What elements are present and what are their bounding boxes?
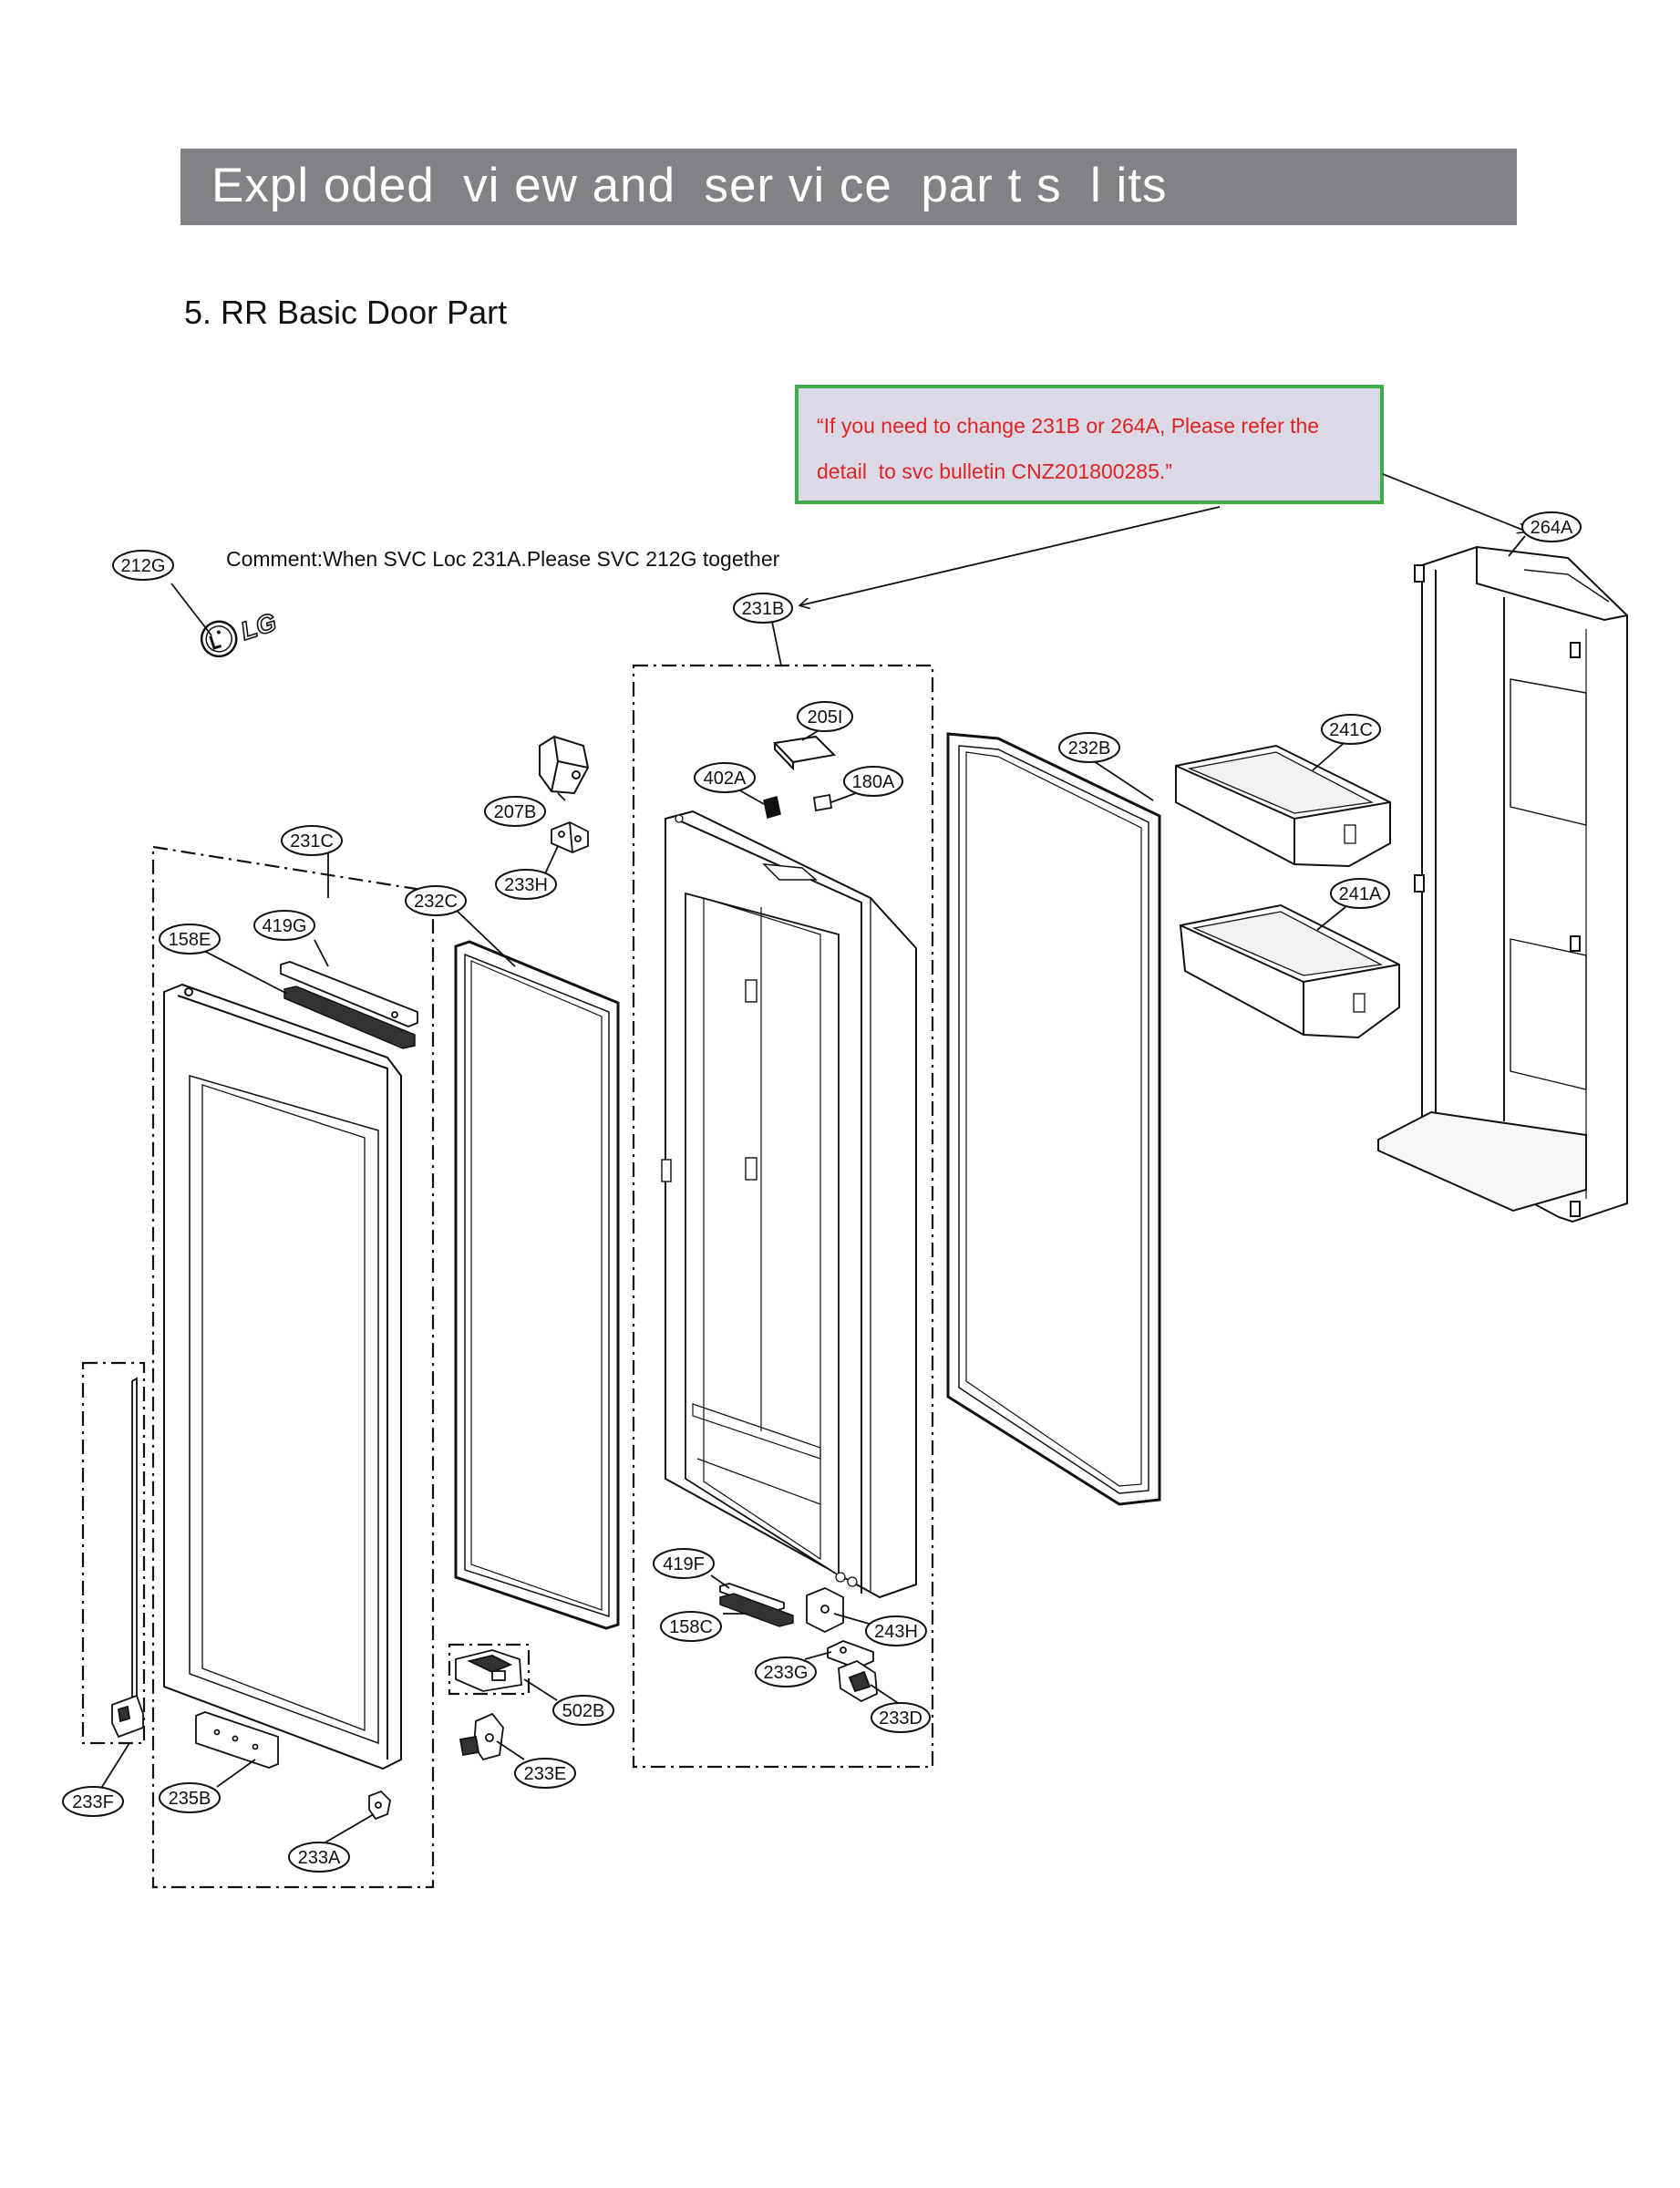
callout-233H [495, 869, 557, 900]
callout-241C [1321, 714, 1381, 745]
callout-231C [281, 825, 343, 856]
callout-207B [484, 796, 546, 827]
part-402A [763, 796, 781, 819]
label-232B: 232B [1068, 738, 1111, 759]
callout-241A [1330, 878, 1390, 909]
door-bin-241C [1175, 744, 1391, 868]
label-419G: 419G [263, 916, 307, 936]
callout-235B [159, 1782, 221, 1813]
label-233E: 233E [524, 1764, 567, 1784]
section-title: 5. RR Basic Door Part [184, 294, 508, 331]
hinge-233G [827, 1640, 874, 1669]
label-232C: 232C [414, 892, 458, 912]
hinge-233E [459, 1712, 504, 1761]
hinge-243H [806, 1587, 844, 1634]
label-180A: 180A [852, 772, 895, 792]
label-158C: 158C [669, 1617, 713, 1637]
bracket-502B [455, 1649, 522, 1692]
clip-233A [368, 1790, 391, 1821]
label-212G: 212G [121, 556, 166, 576]
label-231C: 231C [290, 831, 334, 851]
callout-264A [1521, 511, 1582, 542]
label-402A: 402A [704, 769, 747, 789]
callout-233G [755, 1656, 817, 1687]
strip-419G [280, 961, 418, 1027]
label-233A: 233A [298, 1848, 341, 1868]
lg-logo-text: LG [237, 608, 280, 646]
callout-180A [843, 766, 903, 797]
callout-158C [660, 1611, 722, 1642]
gasket-232C [454, 940, 620, 1630]
label-233D: 233D [879, 1708, 922, 1729]
header-bar: Expl oded vi ew and ser vi ce par t s l … [180, 149, 1517, 225]
callout-158E [159, 924, 221, 955]
callout-232C [405, 885, 467, 916]
group-box-233F [81, 1361, 146, 1745]
gasket-232B [946, 732, 1161, 1506]
label-419F: 419F [663, 1554, 705, 1574]
group-box-231C [151, 845, 435, 1889]
label-158E: 158E [169, 930, 211, 950]
door-bin-241A [1179, 903, 1400, 1039]
label-235B: 235B [169, 1789, 211, 1809]
strip-158C [719, 1593, 794, 1627]
page-title: Expl oded vi ew and ser vi ce par t s l … [211, 159, 1168, 212]
label-231B: 231B [742, 599, 785, 619]
comment-text: Comment:When SVC Loc 231A.Please SVC 212… [226, 547, 780, 571]
label-233F: 233F [72, 1792, 114, 1812]
label-241A: 241A [1339, 884, 1382, 904]
label-207B: 207B [494, 802, 537, 822]
callout-232B [1058, 732, 1120, 763]
rod-233F [111, 1377, 144, 1739]
callout-231B [733, 593, 793, 624]
label-502B: 502B [562, 1701, 605, 1721]
callout-402A [694, 762, 756, 793]
label-264A: 264A [1531, 518, 1573, 538]
notice-line-2: detail to svc bulletin CNZ201800285.” [817, 459, 1172, 483]
door-liner-264A [1377, 545, 1628, 1223]
callout-205I [797, 701, 853, 732]
door-frame-231B [661, 810, 917, 1599]
callout-233A [288, 1842, 350, 1873]
label-205I: 205I [808, 707, 843, 728]
callout-233F [62, 1786, 124, 1817]
strip-158E [283, 986, 416, 1049]
hinge-cover-207B [539, 735, 590, 795]
plate-235B [195, 1711, 279, 1769]
cover-205I [772, 735, 837, 771]
callout-233D [871, 1702, 931, 1733]
part-180A [812, 793, 833, 812]
callout-419G [253, 910, 315, 941]
strip-419F [719, 1583, 785, 1612]
group-box-231B [632, 664, 934, 1769]
callout-212G [112, 550, 174, 581]
label-233G: 233G [764, 1663, 809, 1683]
callout-243H [865, 1615, 927, 1646]
label-241C: 241C [1329, 720, 1373, 740]
hinge-233H [551, 821, 589, 853]
label-233H: 233H [504, 875, 548, 895]
hinge-233D [838, 1659, 878, 1703]
label-243H: 243H [874, 1622, 918, 1642]
callout-233E [514, 1758, 576, 1789]
service-notice-box: “If you need to change 231B or 264A, Ple… [795, 385, 1384, 504]
callout-502B [552, 1695, 614, 1726]
notice-line-1: “If you need to change 231B or 264A, Ple… [817, 414, 1320, 438]
callout-419F [653, 1548, 715, 1579]
outer-door-231C [163, 983, 402, 1770]
